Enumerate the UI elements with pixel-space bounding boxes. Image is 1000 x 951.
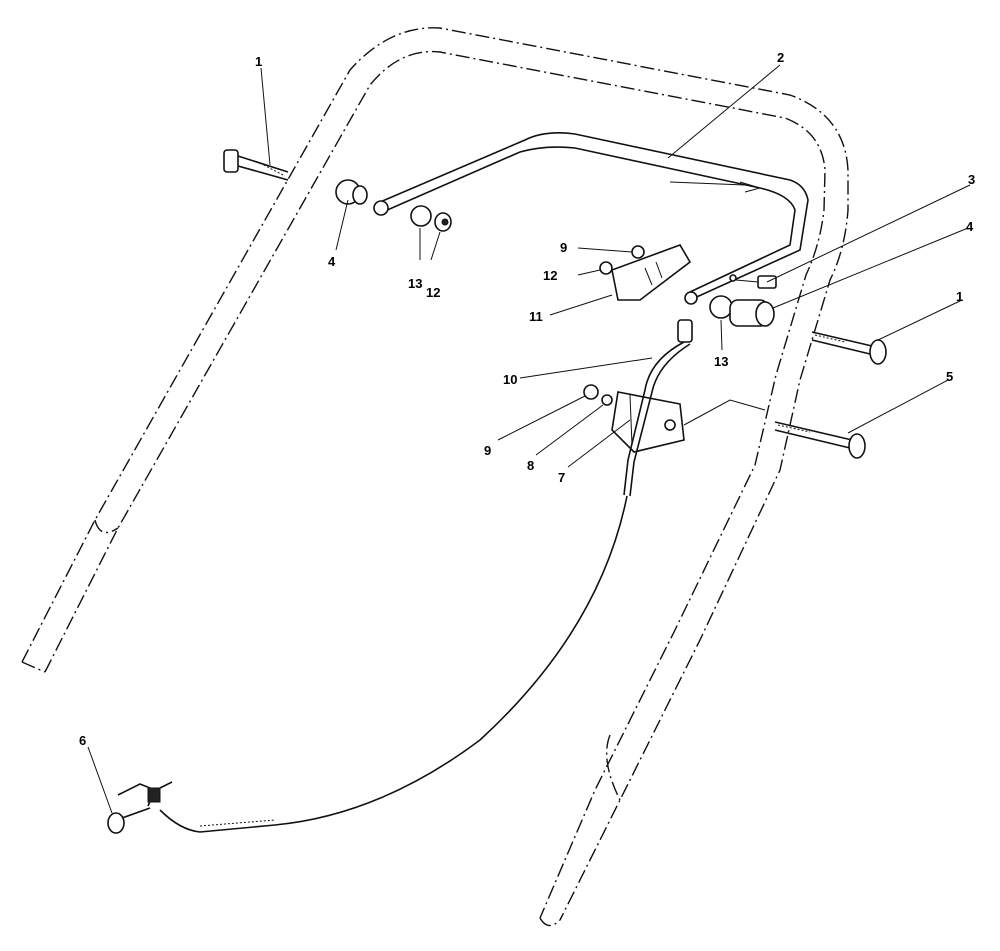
right-spacer bbox=[709, 295, 775, 327]
callout-10: 10 bbox=[503, 372, 517, 387]
cable-end-fitting bbox=[107, 781, 173, 834]
callout-12-middle: 12 bbox=[543, 268, 557, 283]
callout-6: 6 bbox=[79, 733, 86, 748]
right-bolts bbox=[774, 331, 887, 459]
callout-7: 7 bbox=[558, 470, 565, 485]
callout-13-right: 13 bbox=[714, 354, 728, 369]
callout-9-bottom: 9 bbox=[484, 443, 491, 458]
callout-1-top-left: 1 bbox=[255, 54, 262, 69]
callout-8: 8 bbox=[527, 458, 534, 473]
callout-5: 5 bbox=[946, 369, 953, 384]
leader-lines bbox=[87, 64, 971, 814]
callout-2: 2 bbox=[777, 50, 784, 65]
callout-13-left: 13 bbox=[408, 276, 422, 291]
control-bar bbox=[373, 132, 809, 305]
switch-assembly bbox=[583, 384, 766, 453]
callout-4-left: 4 bbox=[328, 254, 336, 269]
handle-frame bbox=[21, 27, 849, 927]
callout-labels: 1 2 3 4 4 1 5 9 12 11 13 12 13 10 9 8 7 … bbox=[79, 50, 975, 748]
callout-11: 11 bbox=[529, 309, 543, 324]
callout-4-right: 4 bbox=[966, 219, 974, 234]
left-hardware bbox=[223, 149, 452, 232]
callout-9-top: 9 bbox=[560, 240, 567, 255]
callout-3: 3 bbox=[968, 172, 975, 187]
callout-1-right: 1 bbox=[956, 289, 963, 304]
callout-12-left: 12 bbox=[426, 285, 440, 300]
bracket-11 bbox=[599, 244, 777, 301]
control-cable bbox=[159, 319, 693, 833]
